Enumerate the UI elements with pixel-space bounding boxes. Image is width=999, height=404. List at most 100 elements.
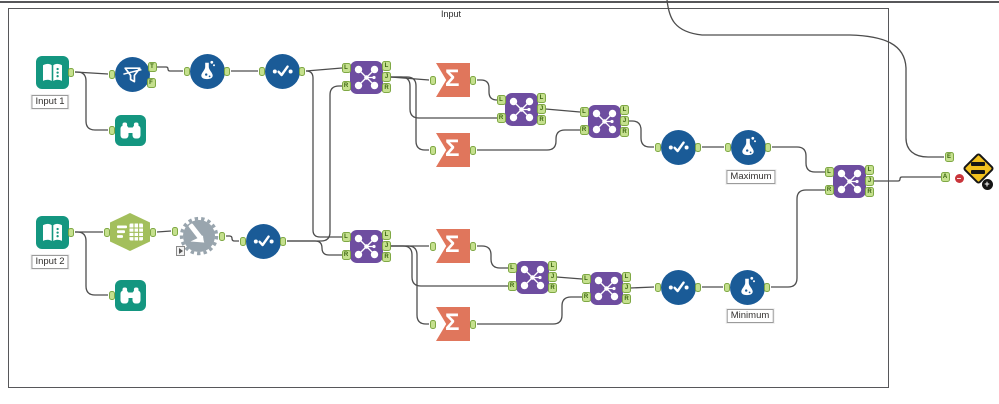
unique4-output-anchor[interactable]	[695, 282, 701, 292]
joinF-output-anchor-J[interactable]: J	[548, 272, 557, 282]
joinC-input-anchor-R[interactable]: R	[579, 125, 589, 135]
wire-filter1-to-formula1[interactable]	[156, 66, 183, 72]
joinC-output-anchor-J[interactable]: J	[620, 116, 629, 126]
joinB-output-anchor-R[interactable]: R	[537, 115, 546, 125]
unique3-input-anchor[interactable]	[240, 236, 246, 246]
select2-output-anchor[interactable]	[150, 227, 156, 237]
joinF-output-anchor-L[interactable]: L	[548, 261, 557, 271]
joinB-input-anchor-L[interactable]: L	[496, 95, 506, 105]
formulaMin-output-anchor[interactable]	[764, 282, 770, 292]
wire-select2-to-mrf[interactable]	[156, 230, 172, 233]
wire-unique1-to-joinE[interactable]	[305, 70, 342, 238]
joinC-input-anchor-L[interactable]: L	[579, 107, 589, 117]
tool-browse1[interactable]	[109, 114, 146, 146]
tool-sum2b[interactable]: Σ	[430, 307, 476, 341]
sum1b-output-anchor[interactable]	[470, 145, 476, 155]
input1-annotation[interactable]: Input 1	[31, 95, 69, 109]
unique3-output-anchor[interactable]	[280, 236, 286, 246]
sum1a-output-anchor[interactable]	[470, 75, 476, 85]
tool-formulaMax[interactable]	[725, 129, 771, 165]
joinD-input-anchor-L[interactable]: L	[824, 167, 834, 177]
wire-joinE-to-sum2b[interactable]	[390, 245, 430, 325]
browse1-input-anchor[interactable]	[109, 125, 115, 135]
wire-joinA-to-sum1b[interactable]	[390, 76, 430, 151]
tool-mrf[interactable]	[172, 215, 225, 257]
joinA-output-anchor-J[interactable]: J	[382, 72, 391, 82]
formulaMax-input-anchor[interactable]	[725, 142, 731, 152]
joinG-input-anchor-R[interactable]: R	[581, 292, 591, 302]
joinC-output-anchor-L[interactable]: L	[620, 105, 629, 115]
wire-sum2b-to-joinG[interactable]	[477, 296, 582, 325]
wire-joinF-to-joinG[interactable]	[556, 276, 583, 280]
formulaMax-annotation[interactable]: Maximum	[726, 170, 776, 184]
joinD-output-anchor-J[interactable]: J	[865, 176, 874, 186]
input2-annotation[interactable]: Input 2	[31, 255, 69, 269]
joinD-input-anchor-R[interactable]: R	[824, 185, 834, 195]
tool-input1[interactable]	[35, 55, 74, 89]
joinC-output-anchor-R[interactable]: R	[620, 127, 629, 137]
wire-joinD-to-equal[interactable]	[873, 176, 942, 182]
equal-input-anchor-A[interactable]: A	[940, 172, 950, 182]
sum1a-input-anchor[interactable]	[430, 75, 436, 85]
wire-input2-to-browse2[interactable]	[75, 231, 108, 296]
mrf-output-anchor[interactable]	[219, 231, 225, 241]
input2-output-anchor[interactable]	[68, 227, 74, 237]
wire-formulaMax-to-joinD[interactable]	[772, 146, 825, 173]
wire-joinB-to-joinC[interactable]	[545, 108, 581, 113]
sum2b-output-anchor[interactable]	[470, 319, 476, 329]
joinE-input-anchor-L[interactable]: L	[341, 232, 351, 242]
container-label[interactable]: Input	[441, 9, 462, 19]
formulaMax-output-anchor[interactable]	[765, 142, 771, 152]
sum2b-input-anchor[interactable]	[430, 319, 436, 329]
joinA-output-anchor-L[interactable]: L	[382, 61, 391, 71]
unique2-input-anchor[interactable]	[655, 142, 661, 152]
joinE-output-anchor-L[interactable]: L	[382, 230, 391, 240]
tool-sum1b[interactable]: Σ	[430, 133, 476, 167]
tool-unique2[interactable]	[655, 129, 701, 165]
joinA-input-anchor-L[interactable]: L	[341, 63, 351, 73]
joinG-output-anchor-L[interactable]: L	[622, 272, 631, 282]
joinE-input-anchor-R[interactable]: R	[341, 250, 351, 260]
tool-formula1[interactable]	[184, 53, 230, 89]
joinA-input-anchor-R[interactable]: R	[341, 81, 351, 91]
tool-unique4[interactable]	[655, 269, 701, 305]
sum2a-input-anchor[interactable]	[430, 241, 436, 251]
wire-input1-to-browse1[interactable]	[75, 71, 108, 131]
joinF-output-anchor-R[interactable]: R	[548, 283, 557, 293]
filter1-output-anchor-F[interactable]: F	[146, 78, 156, 88]
unique2-output-anchor[interactable]	[695, 142, 701, 152]
tool-unique1[interactable]	[259, 53, 305, 89]
input1-output-anchor[interactable]	[68, 67, 74, 77]
formula1-input-anchor[interactable]	[184, 66, 190, 76]
mrf-input-anchor[interactable]	[172, 226, 178, 236]
tool-select2[interactable]	[104, 213, 156, 251]
tool-browse2[interactable]	[109, 279, 146, 311]
tool-input2[interactable]	[35, 215, 74, 249]
wire-unique1-to-joinA[interactable]	[305, 67, 343, 72]
joinB-input-anchor-R[interactable]: R	[496, 113, 506, 123]
filter1-input-anchor[interactable]	[109, 69, 115, 79]
joinF-input-anchor-R[interactable]: R	[507, 281, 517, 291]
joinF-input-anchor-L[interactable]: L	[507, 263, 517, 273]
unique1-output-anchor[interactable]	[299, 66, 305, 76]
wire-joinG-to-unique4[interactable]	[630, 286, 655, 289]
tool-unique3[interactable]	[240, 223, 286, 259]
joinB-output-anchor-L[interactable]: L	[537, 93, 546, 103]
wire-sum1b-to-joinC[interactable]	[477, 129, 580, 151]
wire-unique3-to-joinE[interactable]	[287, 240, 342, 256]
joinG-output-anchor-J[interactable]: J	[622, 283, 631, 293]
wire-external-to-equal[interactable]	[666, 0, 944, 158]
formulaMin-annotation[interactable]: Minimum	[726, 309, 774, 323]
tool-sum2a[interactable]: Σ	[430, 229, 476, 263]
unique4-input-anchor[interactable]	[655, 282, 661, 292]
joinE-output-anchor-J[interactable]: J	[382, 241, 391, 251]
tool-formulaMin[interactable]	[724, 269, 770, 305]
joinD-output-anchor-R[interactable]: R	[865, 187, 874, 197]
wire-sum1a-to-joinB[interactable]	[477, 79, 498, 101]
tool-sum1a[interactable]: Σ	[430, 63, 476, 97]
